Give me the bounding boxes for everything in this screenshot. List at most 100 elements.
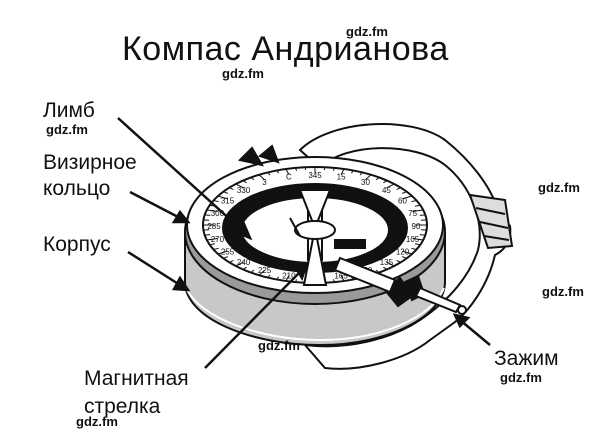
dial-tick (217, 195, 228, 200)
watermark: gdz.fm (222, 66, 264, 81)
dial-tick (276, 170, 280, 174)
dial-tick (209, 243, 216, 246)
dial-number: C (286, 173, 292, 182)
dial-tick (396, 187, 402, 191)
leader-lines (117, 117, 491, 369)
dial-tick (267, 274, 271, 278)
label-needle-2: стрелка (84, 395, 161, 418)
arrow-sight-ring (171, 209, 191, 224)
dial-tick (419, 234, 426, 236)
leader-limb (117, 117, 245, 233)
watermark: gdz.fm (258, 338, 300, 353)
dial-number: 105 (406, 235, 420, 244)
dial-tick (414, 204, 421, 207)
watermark: gdz.fm (538, 180, 580, 195)
dial-number: 15 (337, 173, 346, 182)
dial-tick (402, 191, 407, 194)
dial-number: 45 (382, 186, 391, 195)
dial-number: 270 (211, 235, 225, 244)
dial-tick (402, 250, 413, 255)
dial-tick (340, 275, 345, 282)
watermark: gdz.fm (76, 414, 118, 429)
dial-tick (250, 177, 255, 181)
leader-sight-ring (129, 190, 181, 220)
dial-tick (235, 183, 244, 189)
arrow-body (171, 275, 191, 292)
dial-tick (350, 170, 354, 174)
dial-tick (285, 168, 290, 175)
dial-tick (223, 191, 228, 194)
dial-tick (375, 177, 380, 181)
dial-number: 345 (308, 171, 322, 180)
dial-number: 60 (398, 197, 407, 206)
dial-tick (402, 256, 407, 259)
arrow-limb (233, 221, 253, 241)
dial-tick (213, 247, 219, 250)
dial-tick (365, 174, 372, 181)
dial-tick (204, 234, 211, 236)
label-sight-ring-1: Визирное (43, 151, 137, 174)
watermark: gdz.fm (346, 24, 388, 39)
label-limb: Лимб (43, 99, 95, 122)
dial-tick (383, 266, 388, 270)
dial-number: 30 (361, 178, 370, 187)
label-sight-ring-2: кольцо (43, 177, 111, 200)
dial-tick (223, 256, 228, 259)
watermark: gdz.fm (46, 122, 88, 137)
dial-tick (333, 279, 335, 283)
label-needle-1: Магнитная (84, 367, 189, 390)
dial-tick (375, 269, 380, 273)
dial-number: 315 (221, 197, 235, 206)
dial-tick (304, 167, 307, 171)
dial-scale: 3451530456075901051201351501651952102252… (203, 167, 427, 283)
arrow-clamp (452, 313, 471, 329)
dial-number: 285 (207, 222, 221, 231)
dial-number: 255 (221, 248, 235, 257)
dial-tick (411, 200, 417, 203)
dial-number: 120 (396, 248, 410, 257)
watermark: gdz.fm (500, 370, 542, 385)
dial-tick (276, 276, 280, 280)
watermark: gdz.fm (542, 284, 584, 299)
dial-tick (235, 261, 244, 267)
dial-number: 75 (408, 209, 417, 218)
label-clamp: Зажим (494, 347, 559, 370)
dial-tick (267, 172, 271, 176)
dial-tick (258, 269, 265, 276)
dial-tick (386, 261, 395, 267)
dial-number: 90 (412, 222, 421, 231)
dial-tick (228, 259, 234, 263)
dial-tick (258, 174, 265, 181)
leader-needle (204, 271, 301, 369)
dial-tick (204, 214, 211, 216)
dial-tick (250, 269, 255, 273)
dial-tick (217, 250, 228, 255)
dial-number: 3 (262, 178, 267, 187)
dial-number: 300 (211, 209, 225, 218)
dial-tick (359, 172, 363, 176)
magnetic-needle (289, 189, 397, 294)
dial-tick (242, 180, 247, 184)
dial-tick (285, 275, 290, 282)
dial-tick (213, 200, 219, 203)
dial-tick (383, 180, 388, 184)
dial-tick (206, 209, 218, 212)
dial-tick (323, 167, 326, 171)
clamp (414, 286, 467, 315)
dial-tick (340, 168, 345, 175)
dial-tick (412, 209, 424, 212)
arrow-needle (294, 264, 308, 281)
leader-clamp (459, 319, 491, 346)
dial-tick (396, 259, 402, 263)
dial-tick (414, 243, 421, 246)
page-title: Компас Андрианова (122, 30, 449, 68)
label-body: Корпус (43, 233, 111, 256)
dial-tick (412, 238, 424, 241)
dial-number: 240 (237, 258, 251, 267)
dial-tick (386, 183, 395, 189)
dial-tick (242, 266, 247, 270)
dial-tick (295, 279, 297, 283)
dial-tick (295, 167, 297, 171)
